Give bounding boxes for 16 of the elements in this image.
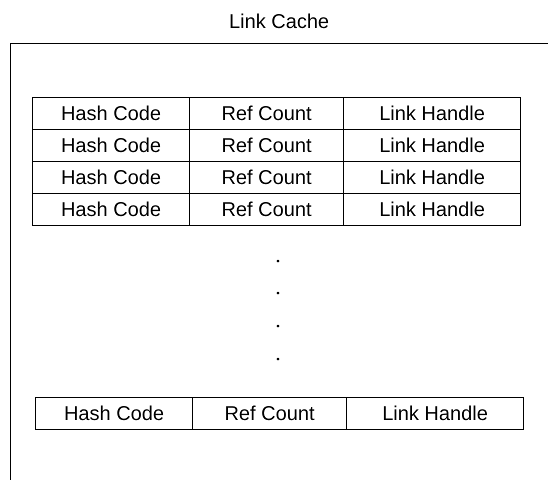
table-cell: Hash Code [33,129,189,161]
table-cell: Hash Code [36,397,192,429]
table-cell: Hash Code [33,97,189,129]
table-cell: Hash Code [33,193,189,225]
table-cell: Link Handle [343,129,520,161]
table-cell: Ref Count [189,97,343,129]
table-cell: Link Handle [343,193,520,225]
table-cell: Ref Count [192,397,346,429]
table-cell: Link Handle [343,161,520,193]
table-cell: Ref Count [189,193,343,225]
table-cell: Ref Count [189,161,343,193]
table-cell: Hash Code [33,161,189,193]
table-cell: Ref Count [189,129,343,161]
table-cell: Link Handle [343,97,520,129]
title: Link Cache [229,12,329,32]
table-cell: Link Handle [346,397,523,429]
